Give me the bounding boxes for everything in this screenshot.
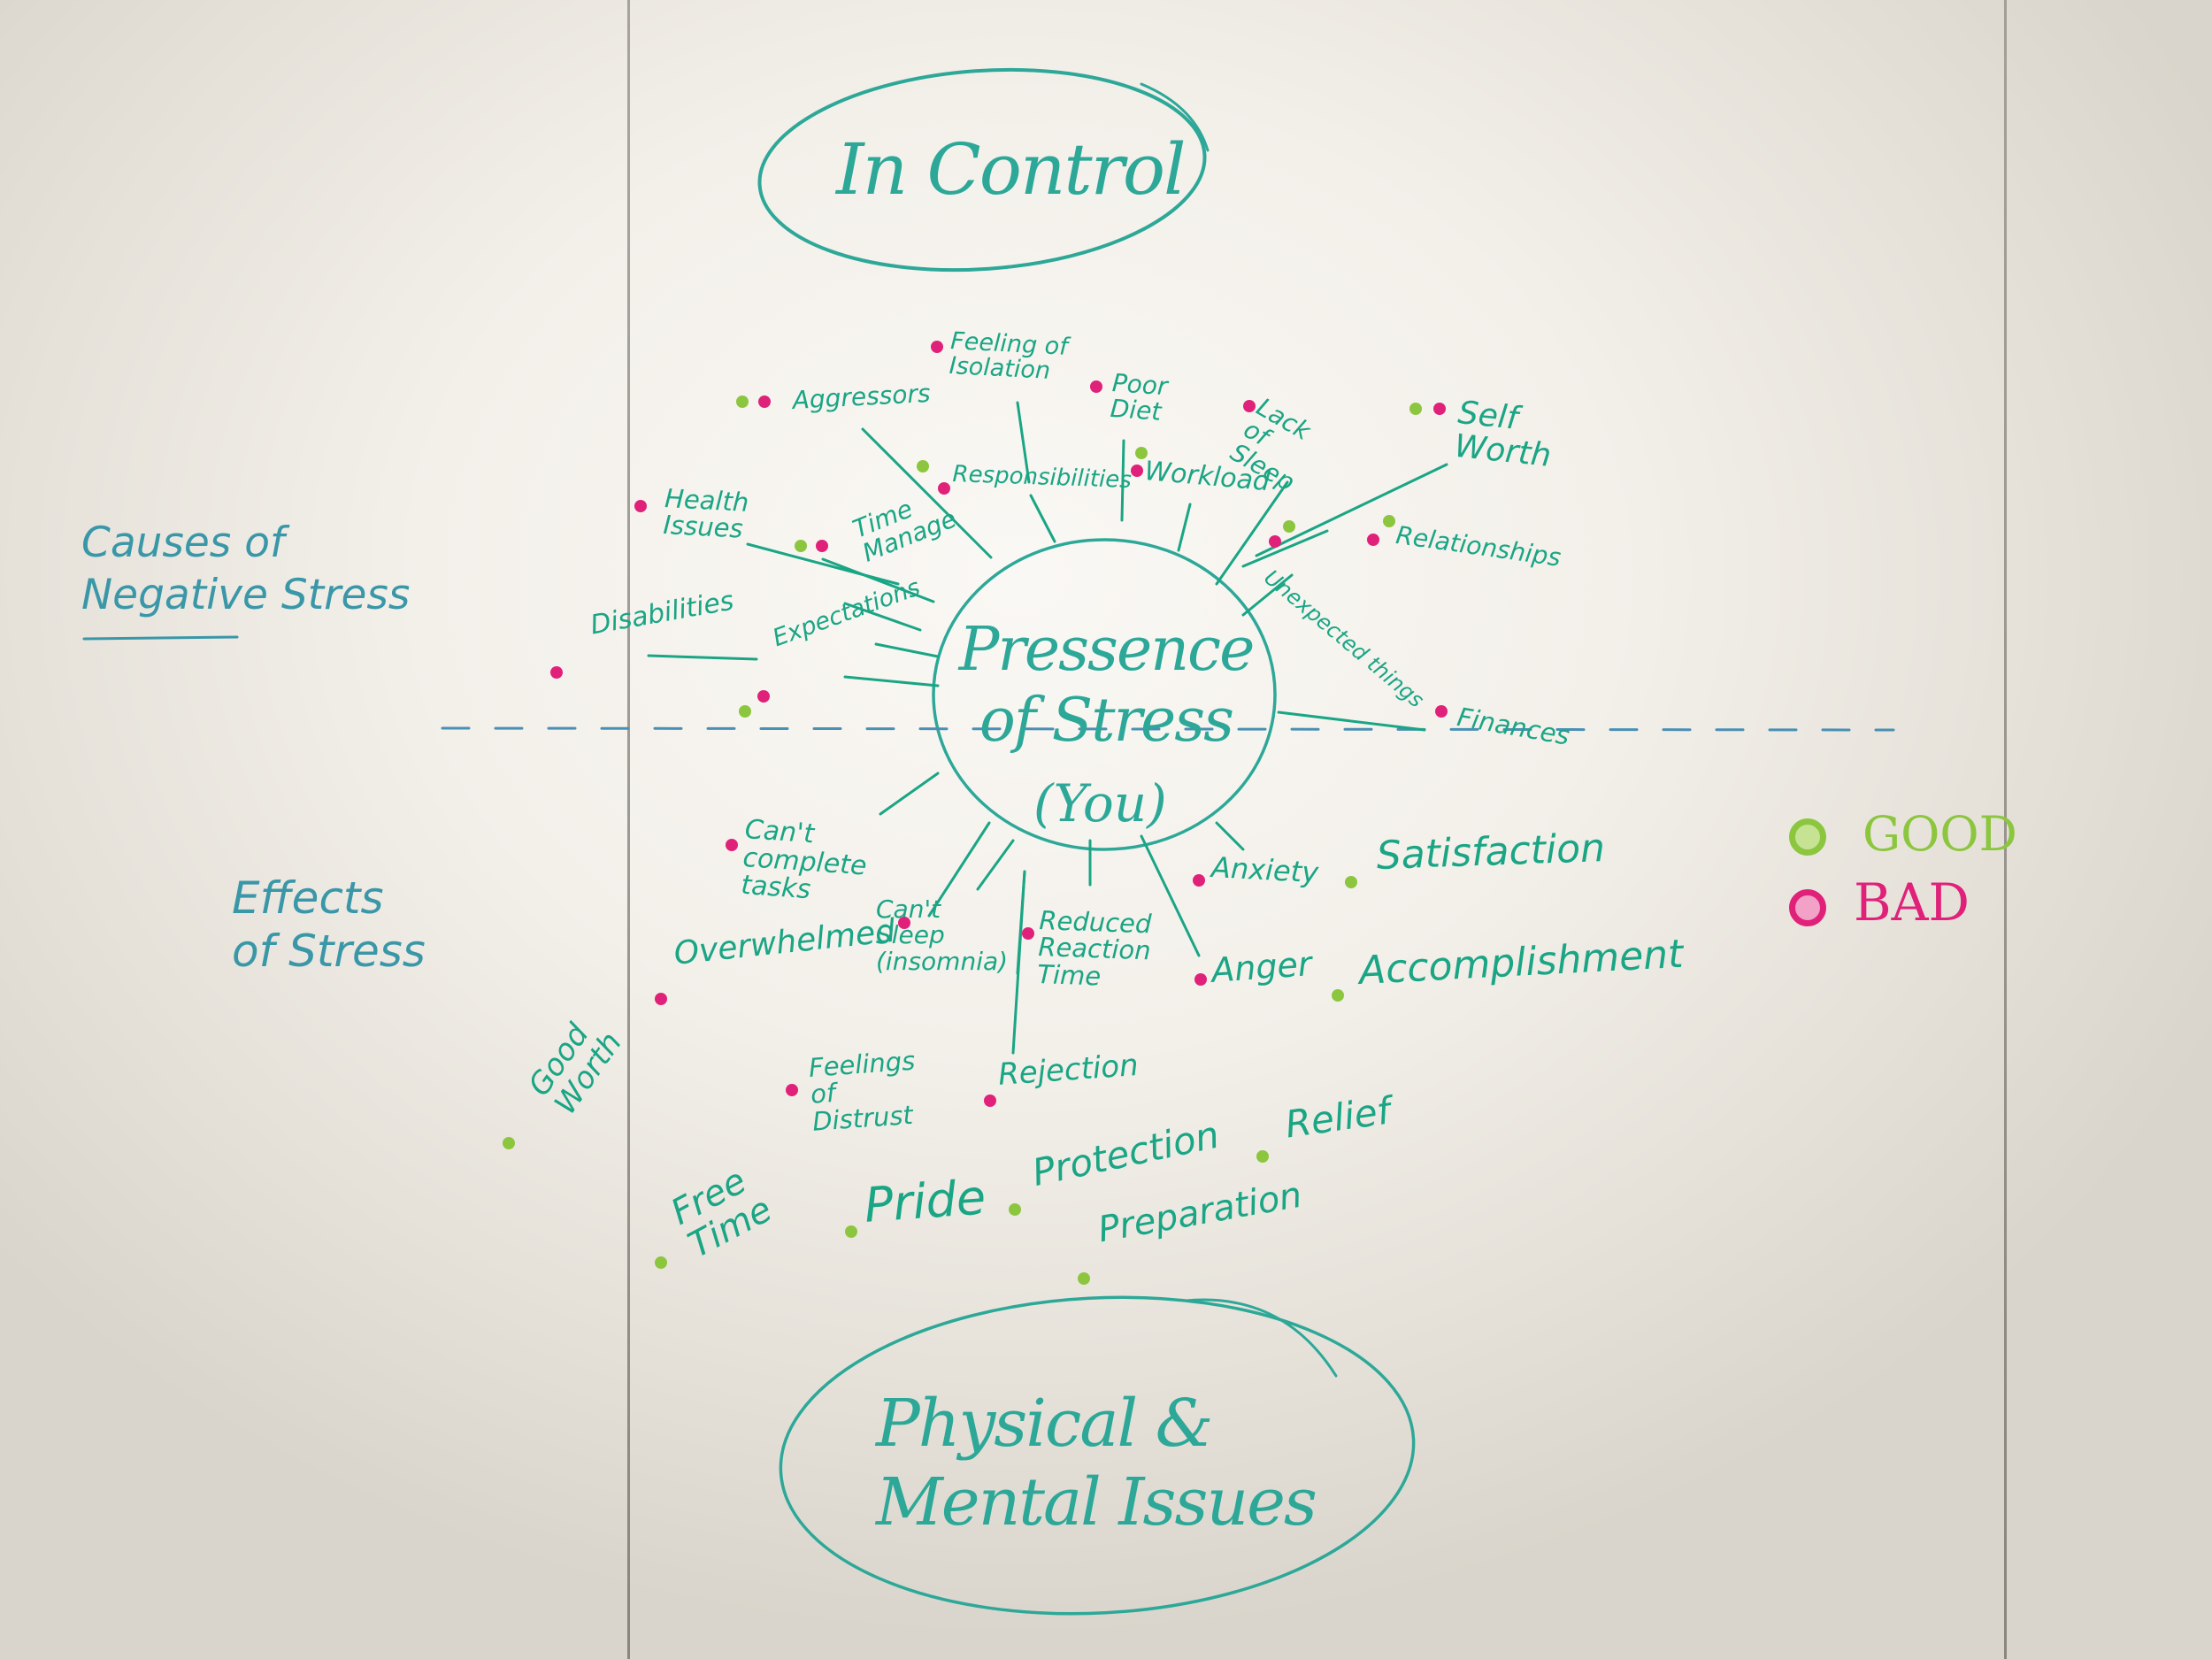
top-title-ellipse-tail (1140, 82, 1210, 152)
good-marker-dot (1409, 403, 1422, 415)
good-marker-dot (739, 705, 751, 718)
good-marker-dot (503, 1137, 515, 1149)
bad-marker-dot (1367, 534, 1379, 546)
bad-marker-dot (726, 839, 738, 851)
bottom-title-ellipse (779, 1295, 1416, 1616)
effect-reduced-reaction-time: Reduced Reaction Time (1036, 905, 1152, 992)
cause-self-worth: Self Worth (1452, 395, 1554, 474)
bottom-title: Physical & Mental Issues (876, 1386, 1317, 1540)
legend-bad-label: BAD (1854, 872, 1970, 933)
good-marker-dot (1283, 520, 1295, 533)
good-marker-dot (655, 1256, 667, 1269)
effect-pride: Pride (862, 1169, 988, 1233)
bad-marker-dot (816, 540, 828, 552)
bad-marker-dot (1269, 535, 1281, 548)
bad-marker-dot (1194, 973, 1207, 986)
cause-poor-diet: Poor Diet (1109, 368, 1169, 427)
cause-aggressors: Aggressors (791, 378, 932, 415)
good-marker-dot (1009, 1203, 1021, 1216)
bad-marker-dot (1433, 403, 1446, 415)
bad-marker-dot (1193, 874, 1205, 887)
top-title-ellipse (757, 67, 1207, 273)
bad-marker-dot (931, 341, 943, 353)
panel-seam-right (2004, 0, 2007, 1659)
effect-can-t-sleep-insomnia: Can't Sleep (insomnia) (876, 895, 1009, 976)
center-subtitle: (You) (1033, 773, 1167, 833)
good-marker-dot (1256, 1150, 1269, 1163)
bad-marker-dot (1243, 400, 1256, 412)
bad-marker-dot (1090, 380, 1102, 393)
good-marker-dot (795, 540, 807, 552)
legend-bad-swatch (1789, 889, 1826, 926)
section-label-causes: Causes of Negative Stress (81, 518, 411, 619)
good-marker-dot (1135, 447, 1148, 459)
legend-good-label: GOOD (1863, 806, 2017, 862)
good-marker-dot (736, 396, 749, 408)
center-circle (932, 538, 1277, 851)
bad-marker-dot (758, 396, 771, 408)
spokes (647, 401, 1448, 1055)
top-title: In Control (836, 128, 1187, 211)
good-marker-dot (1383, 515, 1395, 527)
legend-good-swatch (1789, 818, 1826, 856)
bad-marker-dot (655, 993, 667, 1005)
bad-marker-dot (550, 666, 563, 679)
bad-marker-dot (984, 1094, 996, 1107)
good-marker-dot (845, 1225, 857, 1238)
bad-marker-dot (1022, 927, 1034, 940)
good-marker-dot (1345, 876, 1357, 888)
section-label-underline (82, 635, 239, 641)
bad-marker-dot (898, 917, 910, 929)
cause-health-issues: Health Issues (662, 483, 750, 545)
bottom-title-ellipse-tail (1184, 1298, 1338, 1378)
effect-satisfaction: Satisfaction (1375, 825, 1606, 879)
cause-feeling-of-isolation: Feeling of Isolation (948, 327, 1069, 386)
bad-marker-dot (938, 482, 950, 495)
effect-anxiety: Anxiety (1210, 850, 1320, 890)
bad-marker-dot (634, 500, 647, 512)
panel-seam-left (627, 0, 630, 1659)
center-title: Pressence of Stress (958, 615, 1256, 757)
section-label-effects: Effects of Stress (232, 872, 426, 977)
effect-anger: Anger (1210, 944, 1313, 990)
bad-marker-dot (1131, 465, 1143, 477)
good-marker-dot (917, 460, 929, 472)
bad-marker-dot (1435, 705, 1448, 718)
effect-feelings-of-distrust: Feelings of Distrust (807, 1045, 917, 1137)
bad-marker-dot (757, 690, 770, 703)
good-marker-dot (1332, 989, 1344, 1002)
good-marker-dot (1078, 1272, 1090, 1285)
bad-marker-dot (786, 1084, 798, 1096)
